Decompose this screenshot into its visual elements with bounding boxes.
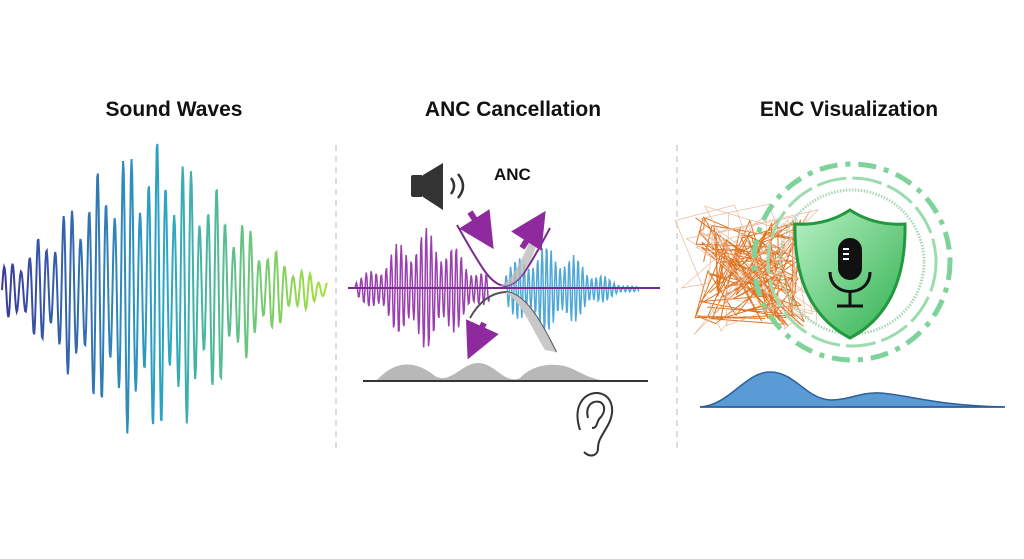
noise-strand — [674, 203, 818, 332]
residual-signal — [376, 363, 610, 381]
noise-tangle — [674, 203, 820, 336]
arrow-down-icon — [459, 209, 494, 250]
anc-cancellation-title: ANC Cancellation — [424, 98, 602, 121]
protection-ring-outer — [751, 161, 953, 363]
noise-strand — [680, 209, 819, 312]
cancellation-ribbon-lower — [505, 292, 556, 352]
speaker-icon — [411, 163, 465, 210]
protection-ring-middle — [766, 176, 938, 348]
noise-strand — [694, 219, 793, 325]
sound-waveform — [1, 143, 328, 434]
arrow-up-icon — [511, 210, 546, 251]
enc-visualization-title: ENC Visualization — [759, 98, 939, 121]
microphone-icon — [828, 238, 872, 308]
protection-ring-inner — [778, 188, 926, 336]
ear-icon — [576, 391, 614, 457]
voice-distribution — [699, 371, 1006, 408]
sound-waves-title: Sound Waves — [105, 98, 243, 121]
anc-label: ANC — [494, 165, 531, 184]
arrow-down-left-icon — [465, 319, 499, 360]
antinoise-waveform — [504, 248, 640, 332]
noise-strand — [685, 205, 820, 336]
